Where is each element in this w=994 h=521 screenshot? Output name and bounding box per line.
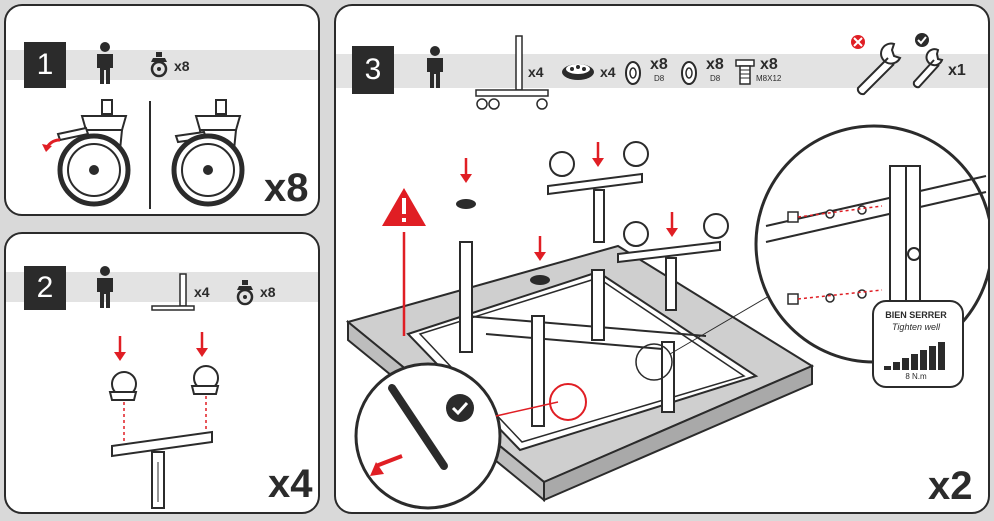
right-wrench-icon <box>912 33 944 89</box>
torque-callout-title: BIEN SERRER <box>885 310 947 320</box>
leg-frame-icon <box>151 273 195 311</box>
person-icon <box>97 42 113 84</box>
divider-line <box>149 101 151 209</box>
torque-value: 8 N.m <box>905 372 927 381</box>
washer-icon <box>625 61 641 85</box>
part-code-5: M8X12 <box>756 74 782 83</box>
step-1-number: 1 <box>24 42 66 88</box>
step-2-number: 2 <box>24 266 66 310</box>
part-qty-3: x8 <box>650 56 668 73</box>
step-1-repeat: x8 <box>264 166 309 210</box>
caster-locked-illustration <box>171 99 245 207</box>
wrong-wrench-icon <box>851 35 902 96</box>
washer-icon <box>681 61 697 85</box>
bolt-icon <box>735 59 755 85</box>
step-2-caster-qty: x8 <box>260 284 276 300</box>
tools-qty: x1 <box>948 62 966 79</box>
person-icon <box>97 266 113 308</box>
torque-callout <box>872 300 964 388</box>
step-1-caster-qty: x8 <box>174 58 190 74</box>
part-code-4: D8 <box>710 74 721 83</box>
step-2-repeat: x4 <box>268 462 313 506</box>
part-qty-5: x8 <box>760 56 778 73</box>
caster-with-brake-illustration <box>42 99 131 207</box>
support-plate-icon <box>562 64 594 80</box>
person-icon <box>427 46 443 88</box>
step-3-panel: 3 x4 x4 x8 D8 x8 D8 x8 M8X12 <box>334 4 990 514</box>
part-code-3: D8 <box>654 74 665 83</box>
step-3-repeat: x2 <box>928 464 973 508</box>
caster-icon <box>150 52 168 78</box>
leg-assembly-illustration <box>108 332 220 509</box>
step-2-leg-qty: x4 <box>194 284 210 300</box>
part-qty-4: x8 <box>706 56 724 73</box>
torque-gauge-icon <box>884 342 945 370</box>
step-1-panel: 1 x8 x8 <box>4 4 320 216</box>
part-qty-1: x4 <box>528 64 544 80</box>
step-2-panel: 2 x4 x8 x4 <box>4 232 320 514</box>
wheeled-leg-icon <box>475 35 549 110</box>
step-3-number: 3 <box>352 46 394 94</box>
caster-icon <box>236 280 254 306</box>
torque-callout-subtitle: Tighten well <box>892 322 940 332</box>
part-qty-2: x4 <box>600 64 616 80</box>
